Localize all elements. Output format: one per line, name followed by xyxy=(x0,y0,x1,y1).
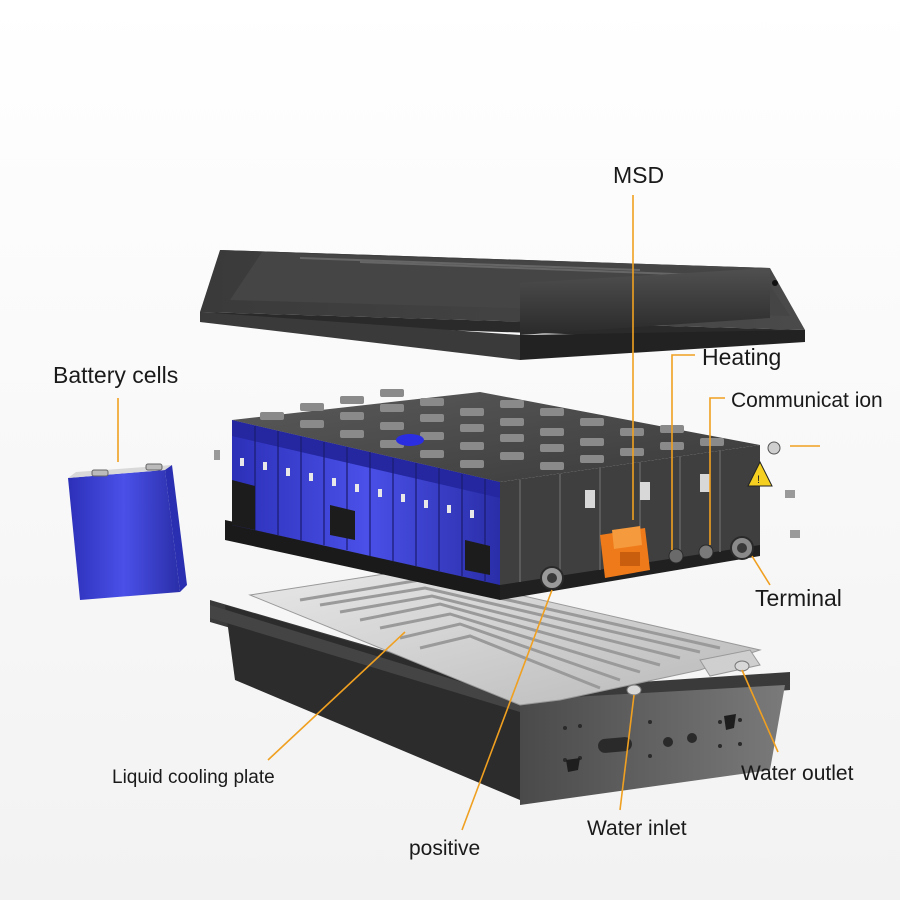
label-heating: Heating xyxy=(702,344,782,370)
leader-terminal xyxy=(751,555,771,586)
leader-water-outlet xyxy=(741,669,779,753)
msd-connector xyxy=(600,526,650,578)
leader-water-inlet xyxy=(619,694,635,811)
leader-lines xyxy=(117,195,820,831)
bottom-tray xyxy=(210,600,790,805)
battery-module: ! xyxy=(214,389,800,600)
label-water-outlet: Water outlet xyxy=(741,762,854,785)
leader-liquid-cooling-plate xyxy=(267,631,406,761)
communication-connector xyxy=(698,544,714,560)
svg-text:!: ! xyxy=(757,474,760,486)
leader-positive xyxy=(461,589,553,831)
label-liquid-cooling-plate: Liquid cooling plate xyxy=(112,767,275,788)
label-positive: positive xyxy=(409,837,481,860)
leader-heating xyxy=(671,354,695,550)
heating-connector xyxy=(668,548,684,564)
label-terminal: Terminal xyxy=(755,585,842,611)
label-water-inlet: Water inlet xyxy=(587,817,687,840)
label-msd: MSD xyxy=(613,162,665,188)
battery-cell-standalone xyxy=(68,463,187,600)
label-communication: Communicat ion xyxy=(731,389,883,412)
terminal-connectors xyxy=(540,536,754,590)
label-battery-cells: Battery cells xyxy=(53,362,179,388)
leader-communication xyxy=(709,397,725,545)
